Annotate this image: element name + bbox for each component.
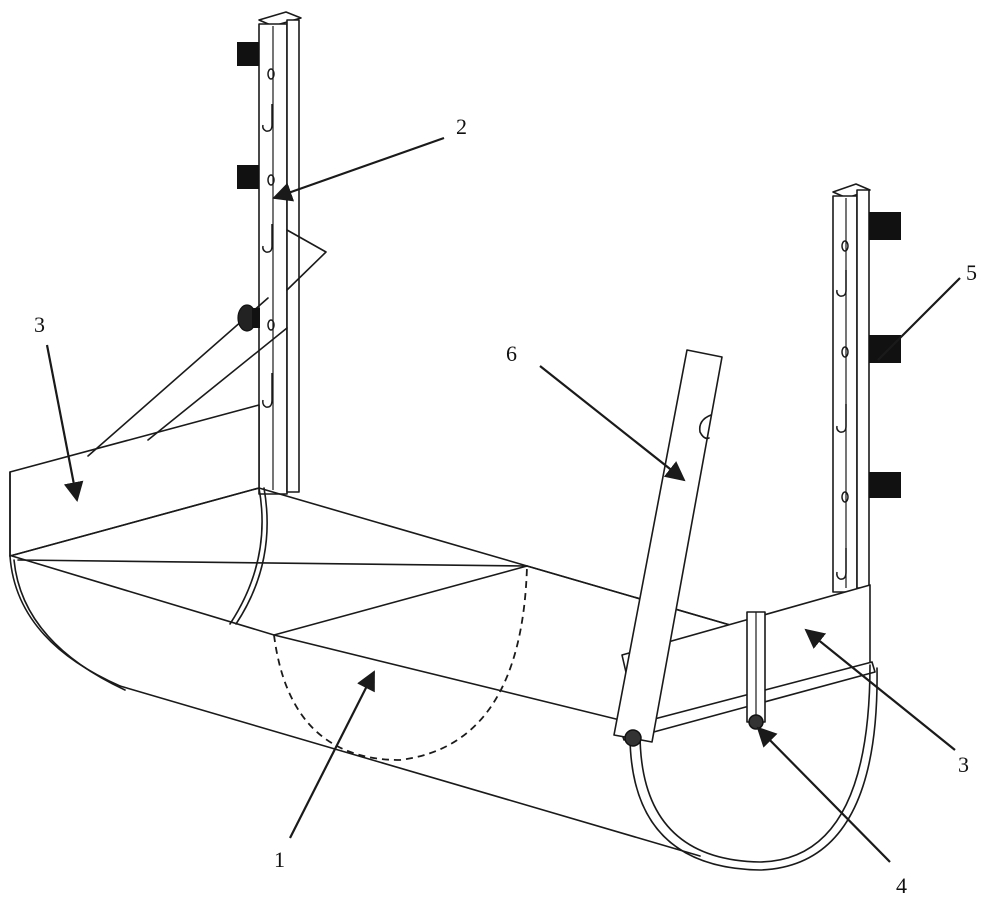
right-clamp-tab-3	[869, 472, 901, 498]
left-post	[237, 11, 327, 495]
right-post-slots	[836, 240, 849, 580]
handle	[613, 349, 723, 747]
label-1: 1	[274, 847, 285, 872]
left-brace	[87, 297, 288, 457]
right-end-plate	[619, 584, 878, 871]
label-4: 4	[896, 873, 907, 898]
label-3-left: 3	[34, 312, 45, 337]
right-post	[832, 183, 901, 593]
left-clamp-tab-2	[237, 165, 259, 189]
right-clamp-tab-2	[869, 335, 901, 363]
trough-body	[9, 487, 731, 857]
right-clamp-tab-1	[869, 212, 901, 240]
label-5: 5	[966, 260, 977, 285]
label-2: 2	[456, 114, 467, 139]
left-clamp-tab-1	[237, 42, 259, 66]
callouts	[45, 136, 961, 863]
handle-pivot-bolt	[624, 729, 642, 747]
bolt-4	[748, 714, 764, 730]
left-end-plate	[9, 404, 260, 557]
label-3-right: 3	[958, 752, 969, 777]
left-post-slots	[262, 68, 275, 408]
label-6: 6	[506, 341, 517, 366]
